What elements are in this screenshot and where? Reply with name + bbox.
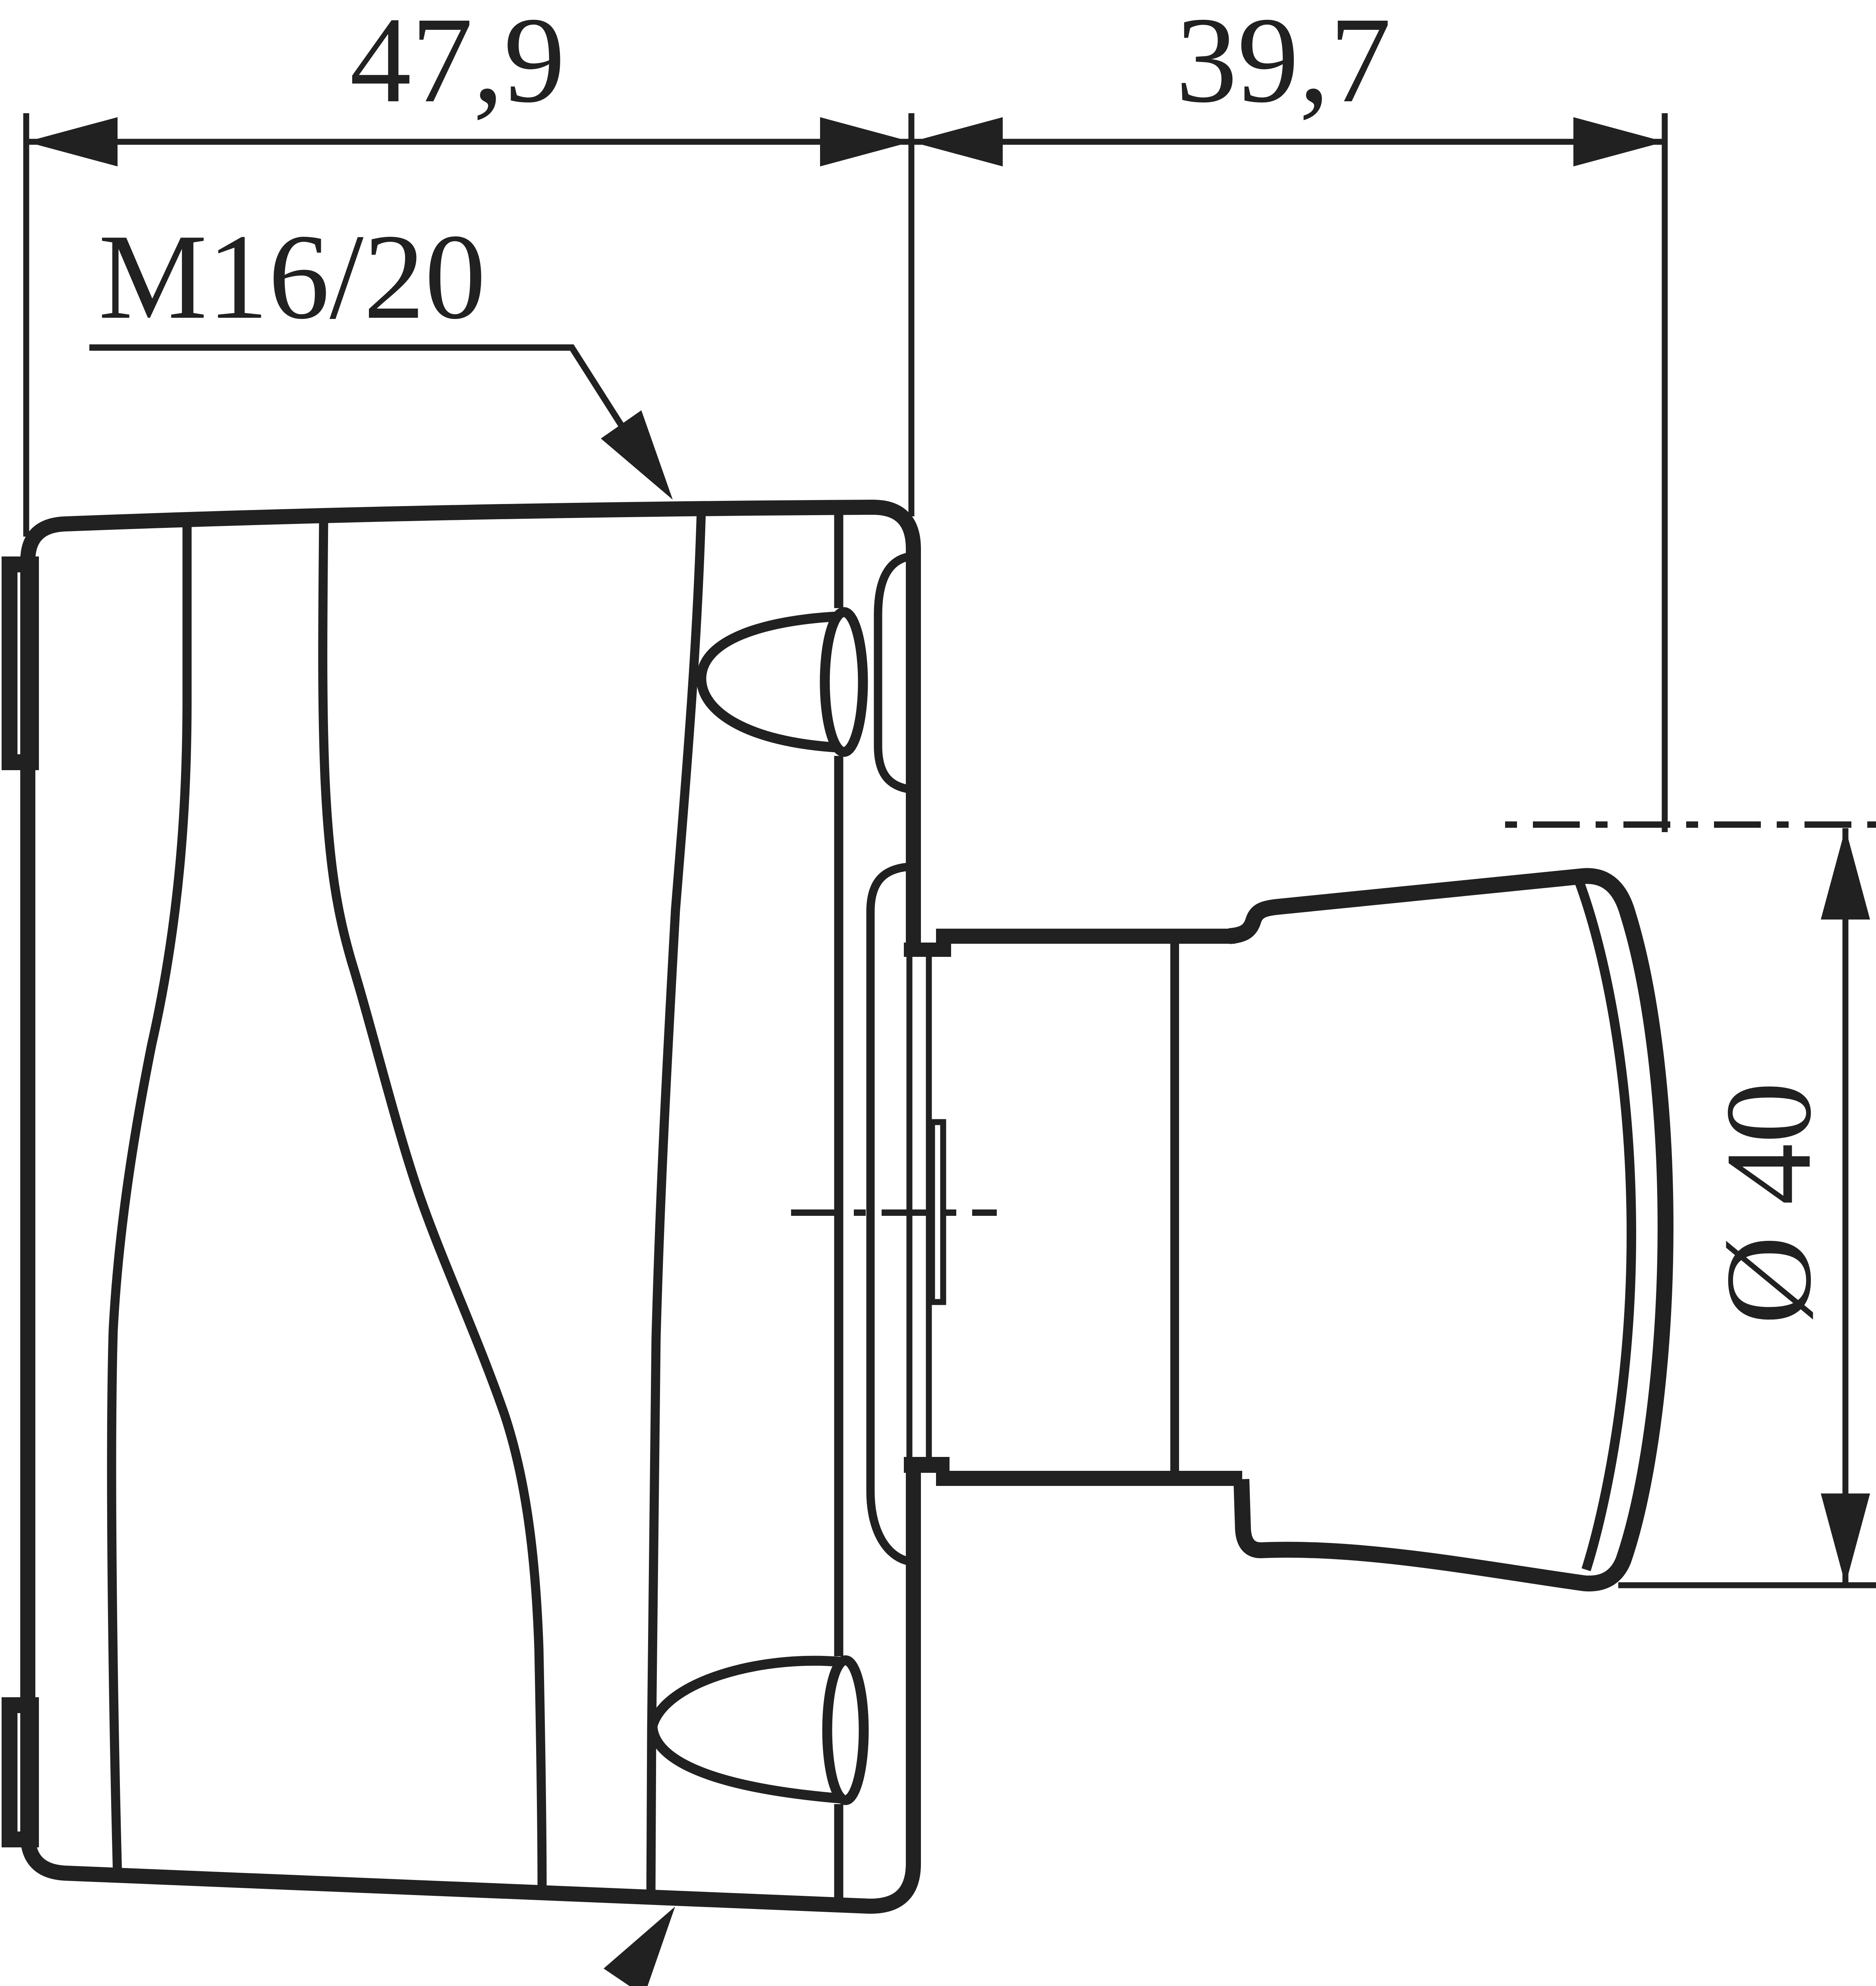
- svg-text:39,7: 39,7: [1176, 0, 1392, 128]
- svg-text:Ø 40: Ø 40: [1700, 1082, 1837, 1325]
- svg-text:M16/20: M16/20: [98, 209, 486, 344]
- svg-text:47,9: 47,9: [350, 0, 566, 128]
